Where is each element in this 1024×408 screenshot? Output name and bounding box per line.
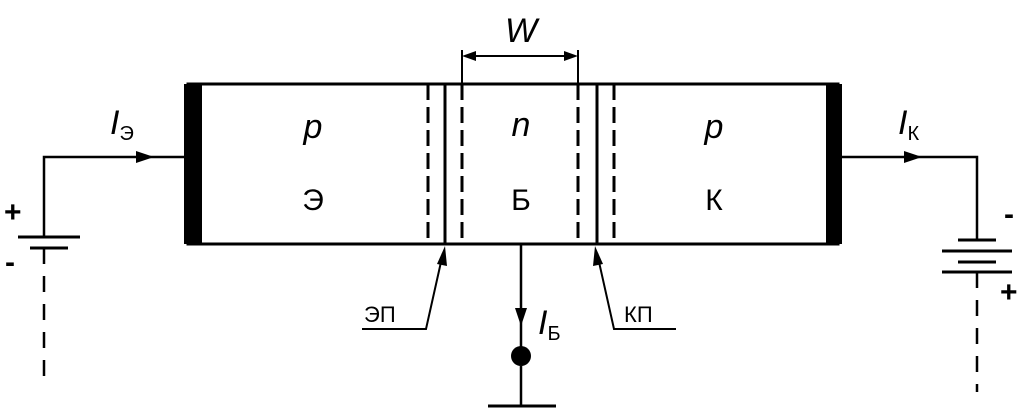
collector-junction-pointer: КП <box>593 246 676 330</box>
collector-contact <box>826 84 842 244</box>
collector-junction-leader <box>596 252 676 330</box>
emitter-lead: IЭ <box>42 104 184 237</box>
base-terminal-dot <box>511 346 531 366</box>
emitter-junction-leader-arrow <box>437 246 447 266</box>
base-current-label: IБ <box>538 304 561 345</box>
collector-type-label: p <box>704 108 724 146</box>
collector-current-arrow <box>904 151 922 163</box>
left-battery-plus: + <box>4 196 22 229</box>
base-lead: IБ <box>488 244 561 408</box>
width-dimension: W <box>461 12 579 84</box>
collector-lead: IК <box>842 104 979 240</box>
base-current-arrow <box>515 308 527 326</box>
base-type-label: n <box>512 106 531 144</box>
emitter-current-label: IЭ <box>110 104 134 145</box>
base-current-subscript: Б <box>547 323 560 345</box>
collector-junction-label: КП <box>624 302 653 327</box>
width-arrowhead-right <box>564 51 578 61</box>
emitter-current-symbol: I <box>110 104 120 142</box>
collector-current-label: IК <box>898 104 919 145</box>
emitter-type-label: p <box>303 108 323 146</box>
collector-current-subscript: К <box>907 123 919 145</box>
emitter-contact <box>184 84 202 244</box>
emitter-wire <box>42 155 184 237</box>
base-name-label: Б <box>511 184 531 217</box>
emitter-junction-pointer: ЭП <box>362 246 447 330</box>
left-battery: + - <box>4 196 80 378</box>
collector-wire <box>842 155 979 240</box>
emitter-junction-label: ЭП <box>364 302 396 327</box>
emitter-junction-leader <box>362 252 444 330</box>
base-current-symbol: I <box>538 304 548 342</box>
right-battery-minus: - <box>1004 198 1014 231</box>
emitter-junction <box>426 84 464 244</box>
width-arrowhead-left <box>462 51 476 61</box>
width-label: W <box>505 12 540 50</box>
collector-name-label: К <box>705 184 723 217</box>
transistor-body <box>184 82 842 246</box>
right-battery-plus: + <box>1000 276 1018 309</box>
emitter-name-label: Э <box>302 184 324 217</box>
collector-current-symbol: I <box>898 104 908 142</box>
collector-junction <box>576 84 616 244</box>
left-battery-minus: - <box>5 246 15 279</box>
emitter-current-arrow <box>136 151 154 163</box>
collector-junction-leader-arrow <box>593 246 603 266</box>
right-battery: - + <box>942 198 1018 392</box>
emitter-current-subscript: Э <box>119 123 133 145</box>
